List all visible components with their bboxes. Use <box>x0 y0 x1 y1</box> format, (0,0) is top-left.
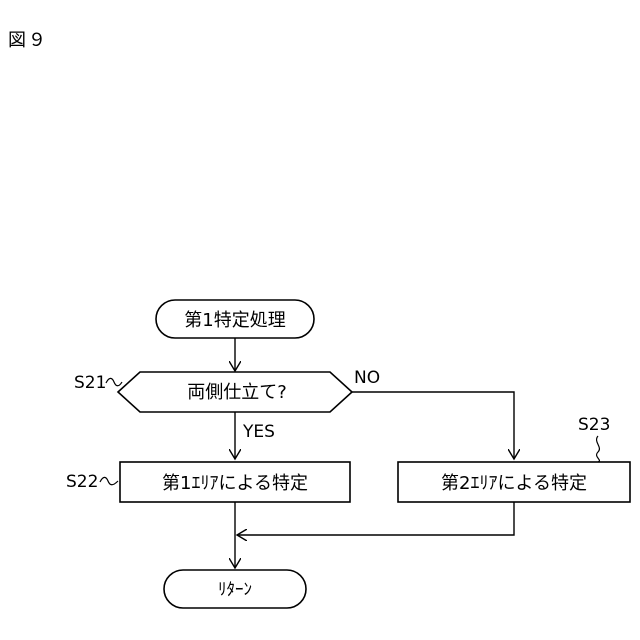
leader-s23 <box>597 436 600 462</box>
connector-no-branch <box>352 392 514 459</box>
process-label-first-area: 第1ｴﾘｱによる特定 <box>162 473 308 494</box>
leader-s21 <box>106 378 122 385</box>
step-label-s22: S22 <box>66 472 98 492</box>
leader-s22 <box>100 477 118 484</box>
branch-yes-label: YES <box>242 422 275 442</box>
connector-second-area-merge <box>237 502 514 535</box>
branch-no-label: NO <box>354 368 380 388</box>
step-label-s23: S23 <box>578 415 610 435</box>
step-label-s21: S21 <box>74 373 106 393</box>
end-label: ﾘﾀｰﾝ <box>218 580 252 600</box>
decision-label: 両側仕立て? <box>187 382 287 403</box>
start-label: 第1特定処理 <box>184 310 285 331</box>
process-label-second-area: 第2ｴﾘｱによる特定 <box>441 473 587 494</box>
